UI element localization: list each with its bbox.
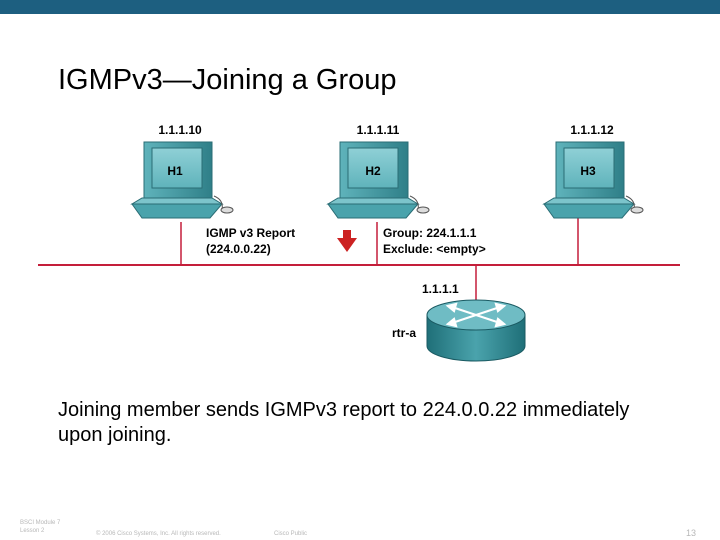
host-h1 [130,141,234,219]
report-line1: IGMP v3 Report [206,226,295,240]
h2-ip: 1.1.1.11 [357,123,400,137]
down-arrow-icon [337,230,357,252]
h2-label: H2 [365,164,381,178]
host-h3 [542,141,644,219]
page-number: 13 [685,528,696,538]
h1-label: H1 [167,164,183,178]
caption: Joining member sends IGMPv3 report to 22… [58,399,630,446]
h1-ip: 1.1.1.10 [158,123,202,137]
top-bar [0,0,720,14]
group-line2: Exclude: <empty> [383,242,486,256]
footer-module-line2: Lesson 2 [20,528,45,534]
footer-module-line1: BSCI Module 7 [20,520,61,526]
footer-copyright: © 2006 Cisco Systems, Inc. All rights re… [96,531,221,537]
router-ip: 1.1.1.1 [422,282,459,296]
router-label: rtr-a [392,326,416,340]
router-rtr-a-icon [426,299,526,362]
footer-module: BSCI Module 7 Lesson 2 [20,519,60,535]
footer-classification: Cisco Public [274,531,308,537]
report-line2: (224.0.0.22) [206,242,271,256]
h3-label: H3 [580,164,596,178]
slide-title: IGMPv3—Joining a Group [58,64,397,96]
h3-ip: 1.1.1.12 [570,123,614,137]
host-h2 [326,141,430,219]
group-line1: Group: 224.1.1.1 [383,226,477,240]
